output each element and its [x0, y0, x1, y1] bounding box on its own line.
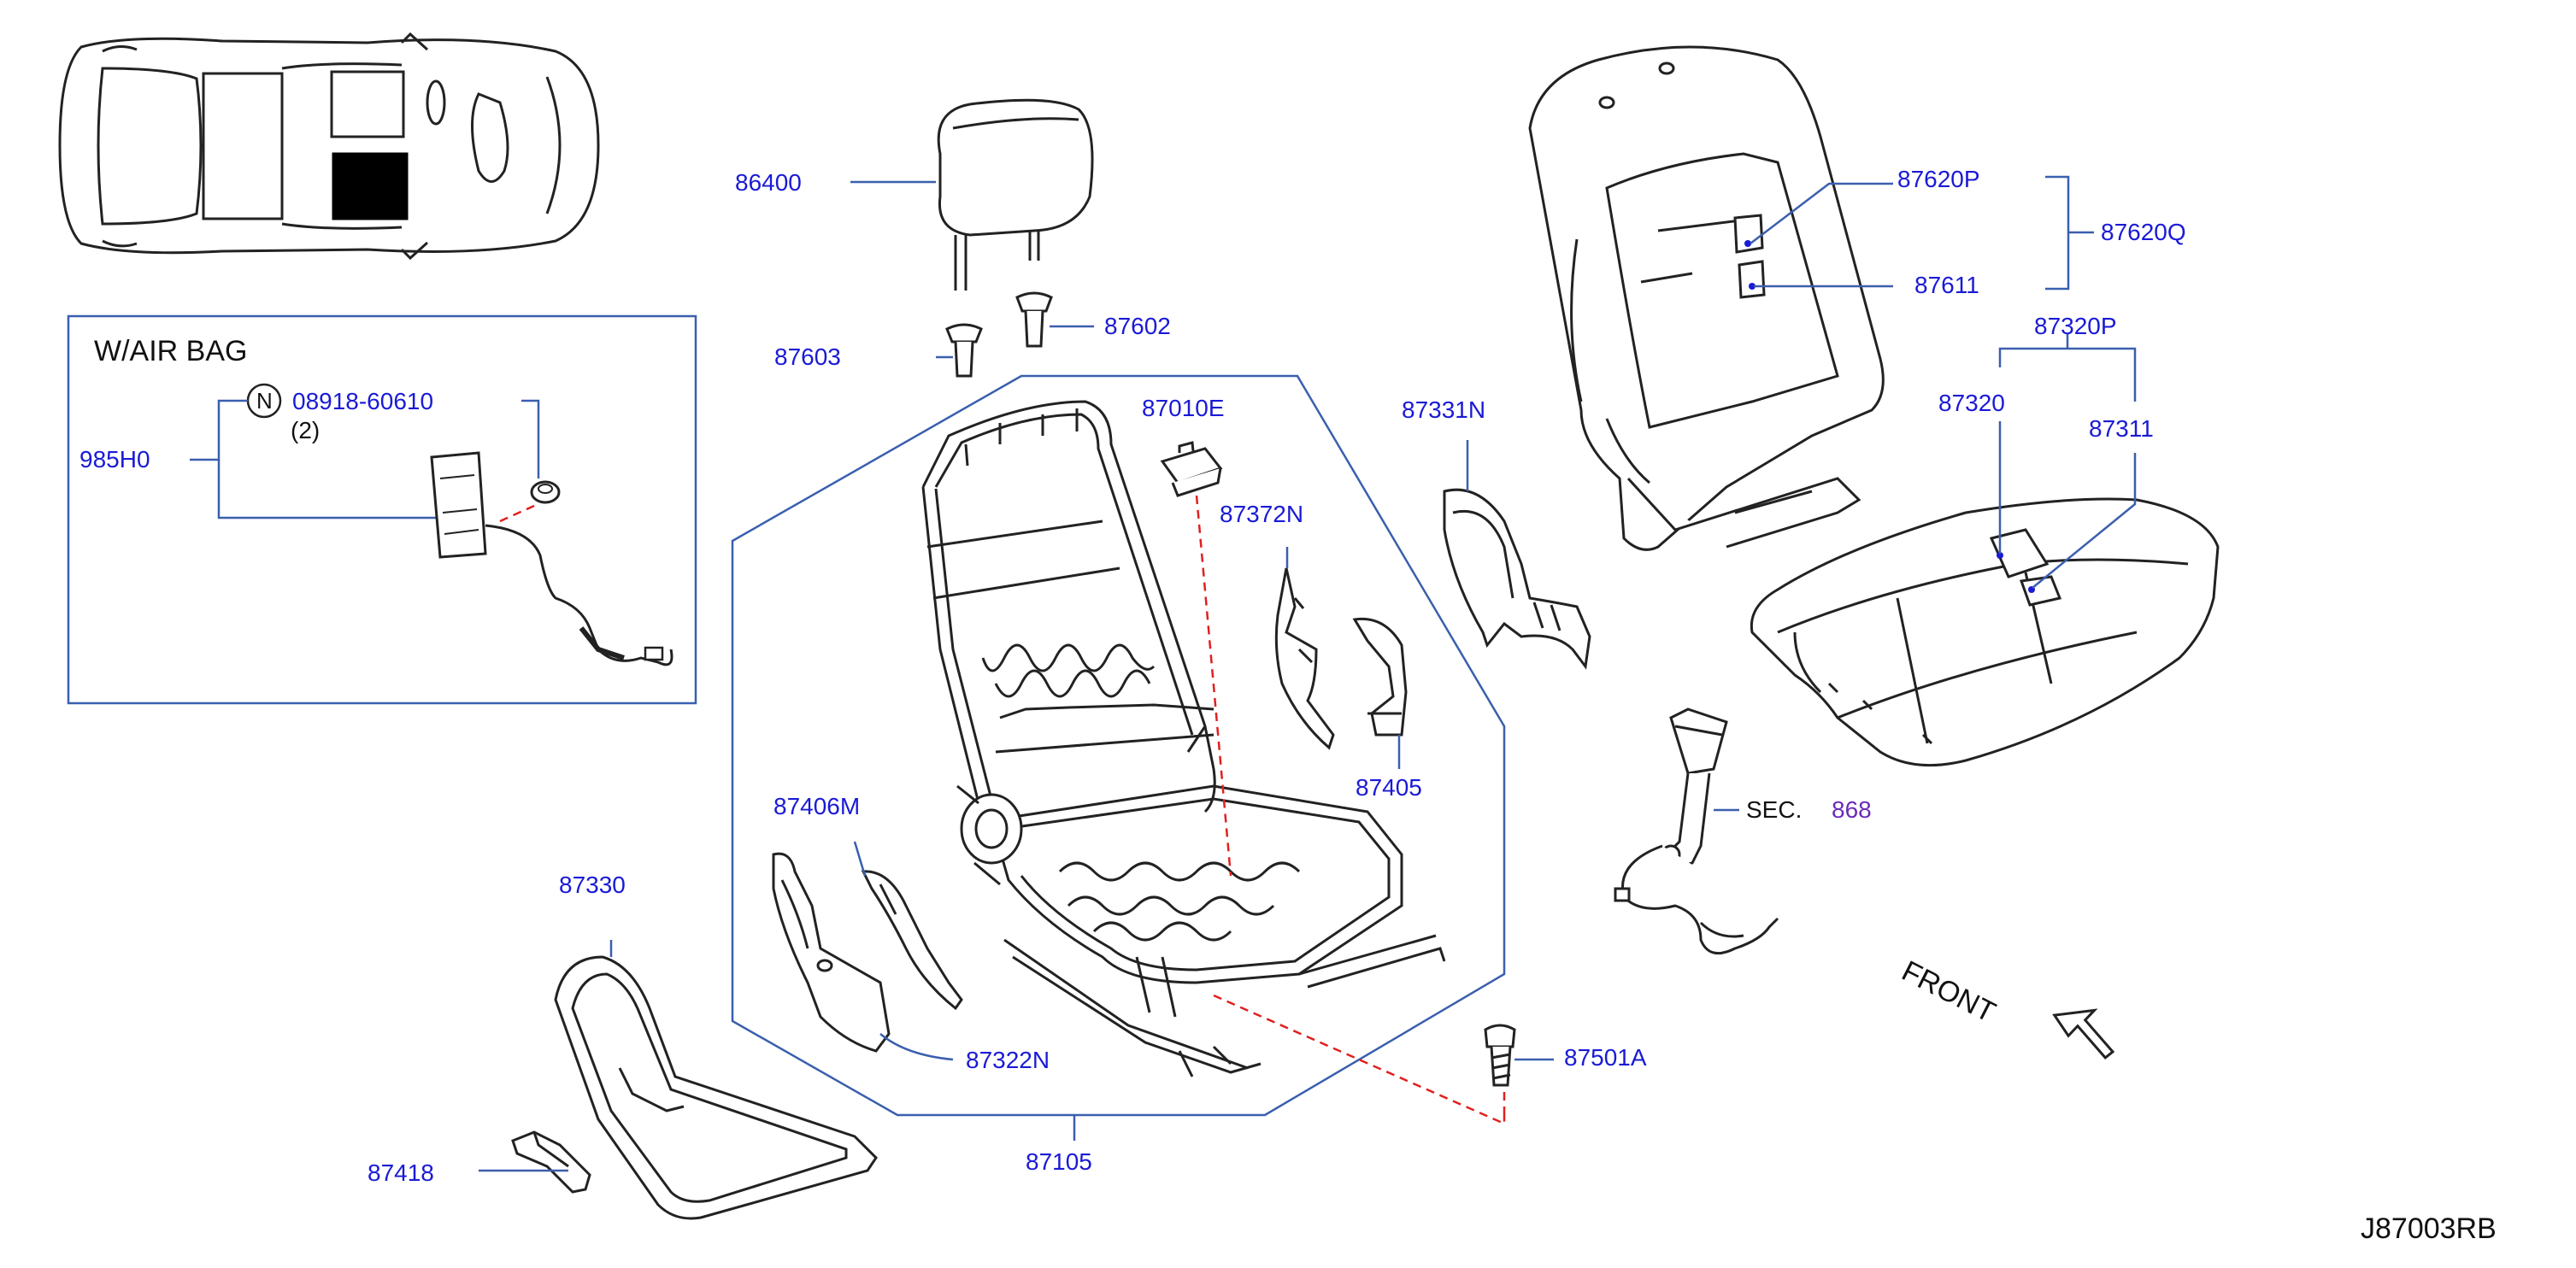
part-label-87602[interactable]: 87602 [1104, 313, 1171, 339]
marker-87620p [1744, 240, 1751, 247]
part-label-87611[interactable]: 87611 [1914, 272, 1979, 298]
side-cover-87330-drawing [554, 955, 878, 1220]
knob-87418-drawing [511, 1130, 591, 1194]
part-label-87418[interactable]: 87418 [368, 1159, 434, 1186]
part-label-87322n[interactable]: 87322N [966, 1047, 1050, 1073]
cover-87331n-drawing [1443, 488, 1591, 670]
quantity-label: (2) [291, 417, 321, 443]
sec-prefix: SEC. [1746, 796, 1803, 823]
n-symbol: N [256, 388, 273, 414]
inset-title: W/AIR BAG [94, 335, 248, 367]
part-label-87603[interactable]: 87603 [774, 343, 841, 370]
part-label-87620p[interactable]: 87620P [1897, 166, 1980, 192]
part-label-87331n[interactable]: 87331N [1402, 396, 1486, 423]
airbag-inset-box [67, 314, 697, 705]
part-label-87330[interactable]: 87330 [559, 872, 626, 898]
seat-belt-buckle-drawing [1614, 707, 1779, 955]
front-arrow-icon [2052, 1008, 2115, 1060]
bracket-87320p [1998, 333, 2137, 402]
part-label-87010e[interactable]: 87010E [1142, 395, 1225, 421]
cover-87406m-drawing [861, 870, 963, 1011]
headrest-guide-left-drawing [945, 323, 983, 378]
dashed-leader-87501a [1213, 994, 1506, 1125]
seat-back-trim-drawing [1528, 45, 1885, 551]
leader-87620p [1750, 182, 1893, 244]
marker-87320 [1997, 552, 2003, 559]
part-label-985h0[interactable]: 985H0 [79, 446, 150, 473]
part-label-08918-60610[interactable]: 08918-60610 [292, 388, 434, 414]
leader-87311 [2032, 453, 2137, 589]
part-label-87501a[interactable]: 87501A [1564, 1044, 1647, 1071]
part-label-87406m[interactable]: 87406M [773, 793, 861, 819]
cover-87322n-drawing [772, 852, 891, 1053]
part-label-87105[interactable]: 87105 [1026, 1148, 1092, 1175]
seat-cushion-trim-drawing [1750, 497, 2220, 767]
part-label-87620q[interactable]: 87620Q [2101, 219, 2186, 245]
part-label-87311[interactable]: 87311 [2089, 415, 2154, 442]
part-label-87405[interactable]: 87405 [1356, 774, 1422, 801]
cover-87372n-drawing [1274, 567, 1335, 750]
cover-87405-drawing [1352, 617, 1408, 737]
bracket-87620q [2045, 175, 2094, 291]
part-label-87372n[interactable]: 87372N [1220, 501, 1304, 527]
headrest-guide-right-drawing [1015, 291, 1053, 348]
leader-87406m [853, 841, 867, 877]
clip-87010e-drawing [1160, 441, 1223, 497]
seat-frame-assembly-outline [731, 374, 1506, 1117]
part-label-87320[interactable]: 87320 [1938, 390, 2005, 416]
marker-87611 [1749, 283, 1756, 290]
sec-number-link[interactable]: 868 [1832, 796, 1872, 823]
car-top-view-icon [58, 32, 600, 261]
part-label-87320p[interactable]: 87320P [2034, 313, 2117, 339]
seat-frame-drawing [921, 400, 1446, 1077]
bolt-87501a-drawing [1484, 1024, 1516, 1087]
diagram-code: J87003RB [2361, 1212, 2497, 1245]
dashed-leader-87010e [1195, 495, 1232, 877]
part-label-86400[interactable]: 86400 [735, 169, 802, 196]
leader-87322n [879, 1033, 954, 1061]
headrest-drawing [937, 98, 1094, 291]
